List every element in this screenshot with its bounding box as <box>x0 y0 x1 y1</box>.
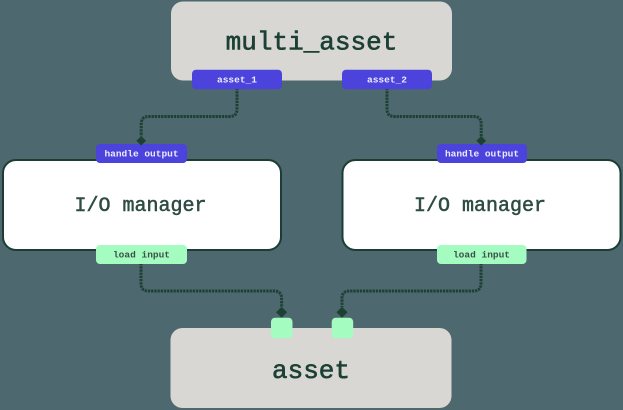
svg-text:asset_1: asset_1 <box>217 75 257 86</box>
svg-text:load input: load input <box>113 250 170 261</box>
svg-text:load input: load input <box>453 250 510 261</box>
svg-text:I/O manager: I/O manager <box>74 195 206 218</box>
svg-text:asset: asset <box>272 356 350 386</box>
svg-text:handle output: handle output <box>104 149 178 160</box>
svg-text:asset_2: asset_2 <box>367 75 407 86</box>
svg-text:multi_asset: multi_asset <box>226 28 398 58</box>
svg-text:handle output: handle output <box>445 149 519 160</box>
svg-text:I/O manager: I/O manager <box>414 195 546 218</box>
